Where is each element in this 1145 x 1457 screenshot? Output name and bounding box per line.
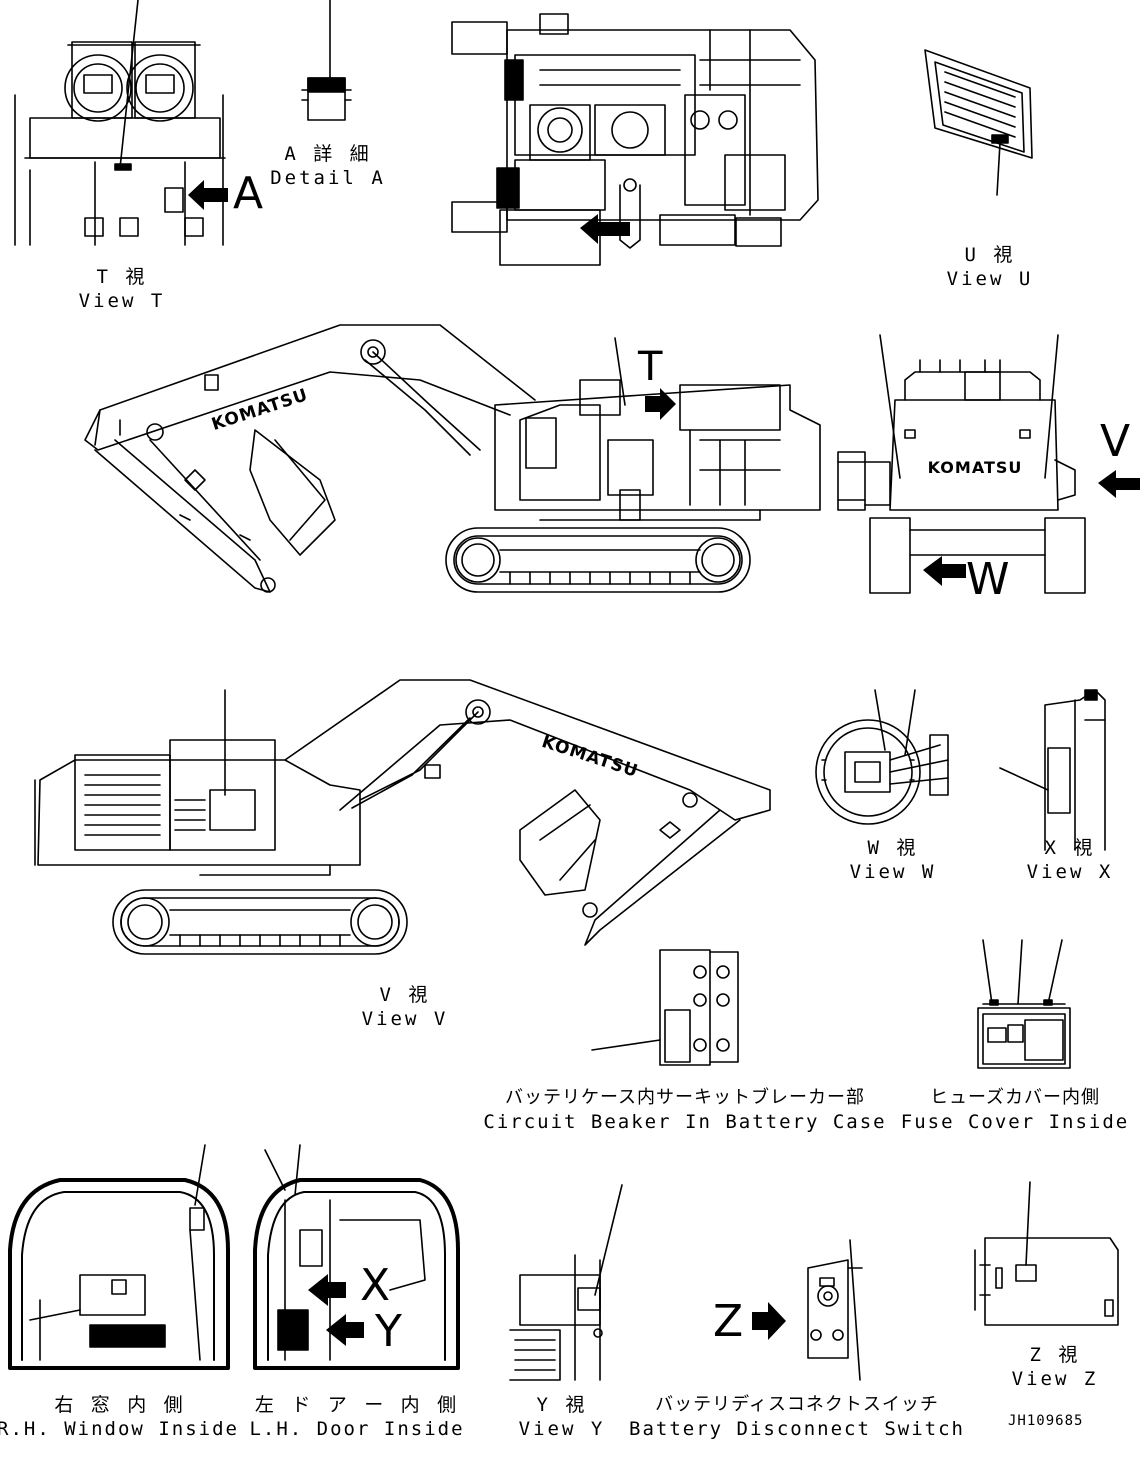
- fuse-en: Fuse Cover Inside: [900, 1111, 1130, 1133]
- fuse-cover-drawing: [977, 939, 1071, 1069]
- view-u-drawing: [924, 49, 1033, 196]
- drawing-number: JH109685: [1008, 1413, 1084, 1429]
- view-w-drawing: [815, 689, 949, 825]
- marker-x: X: [360, 1260, 391, 1311]
- detail-a-en: Detail A: [270, 167, 386, 189]
- marker-y: Y: [375, 1306, 402, 1357]
- rh-window-jp: 右 窓 内 側: [54, 1394, 186, 1416]
- disconnect-jp: バッテリディスコネクトスイッチ: [655, 1394, 939, 1415]
- breaker-jp: バッテリケース内サーキットブレーカー部: [504, 1087, 866, 1108]
- detail-a-jp: A 詳 細: [284, 143, 372, 165]
- battery-disconnect-drawing: [752, 1239, 863, 1381]
- view-x-drawing: [999, 689, 1106, 851]
- circuit-breaker-drawing: [591, 949, 739, 1066]
- view-v-jp: V 視: [379, 984, 431, 1006]
- view-y-drawing: [509, 1184, 623, 1381]
- view-y-jp: Y 視: [536, 1394, 588, 1416]
- marker-a: A: [233, 168, 264, 219]
- disconnect-en: Battery Disconnect Switch: [629, 1418, 965, 1440]
- marker-w: W: [966, 554, 1010, 605]
- view-z-en: View Z: [1011, 1368, 1099, 1390]
- marker-t: T: [638, 344, 663, 390]
- breaker-en: Circuit Beaker In Battery Case: [483, 1111, 887, 1133]
- excavator-side-view-right: [34, 679, 771, 955]
- komatsu-logo-rear: KOMATSU: [927, 458, 1023, 477]
- view-x-jp: X 視: [1044, 837, 1096, 859]
- marker-v: V: [1100, 416, 1131, 467]
- detail-a-drawing: [301, 0, 352, 121]
- view-u-jp: U 視: [964, 244, 1016, 266]
- view-u-en: View U: [946, 268, 1034, 290]
- excavator-side-view-left: [84, 324, 821, 593]
- view-z-jp: Z 視: [1029, 1344, 1081, 1366]
- marker-z: Z: [713, 1296, 744, 1347]
- rh-window-drawing: [8, 1144, 230, 1370]
- view-t-en: View T: [78, 290, 166, 312]
- view-y-en: View Y: [518, 1418, 606, 1440]
- view-z-drawing: [974, 1181, 1119, 1326]
- view-w-en: View W: [849, 861, 937, 883]
- top-plan-drawing: [451, 13, 819, 266]
- view-w-jp: W 視: [867, 837, 919, 859]
- view-t-jp: T 視: [96, 266, 148, 288]
- view-t-drawing: [14, 0, 228, 246]
- lh-door-jp: 左 ド ア ー 内 側: [254, 1394, 460, 1416]
- lh-door-drawing: [253, 1144, 460, 1370]
- view-x-en: View X: [1026, 861, 1114, 883]
- lh-door-en: L.H. Door Inside: [249, 1418, 465, 1440]
- view-v-en: View V: [361, 1008, 449, 1030]
- fuse-jp: ヒューズカバー内側: [929, 1087, 1101, 1108]
- excavator-rear-view: [837, 334, 1140, 594]
- rh-window-en: R.H. Window Inside: [0, 1418, 239, 1440]
